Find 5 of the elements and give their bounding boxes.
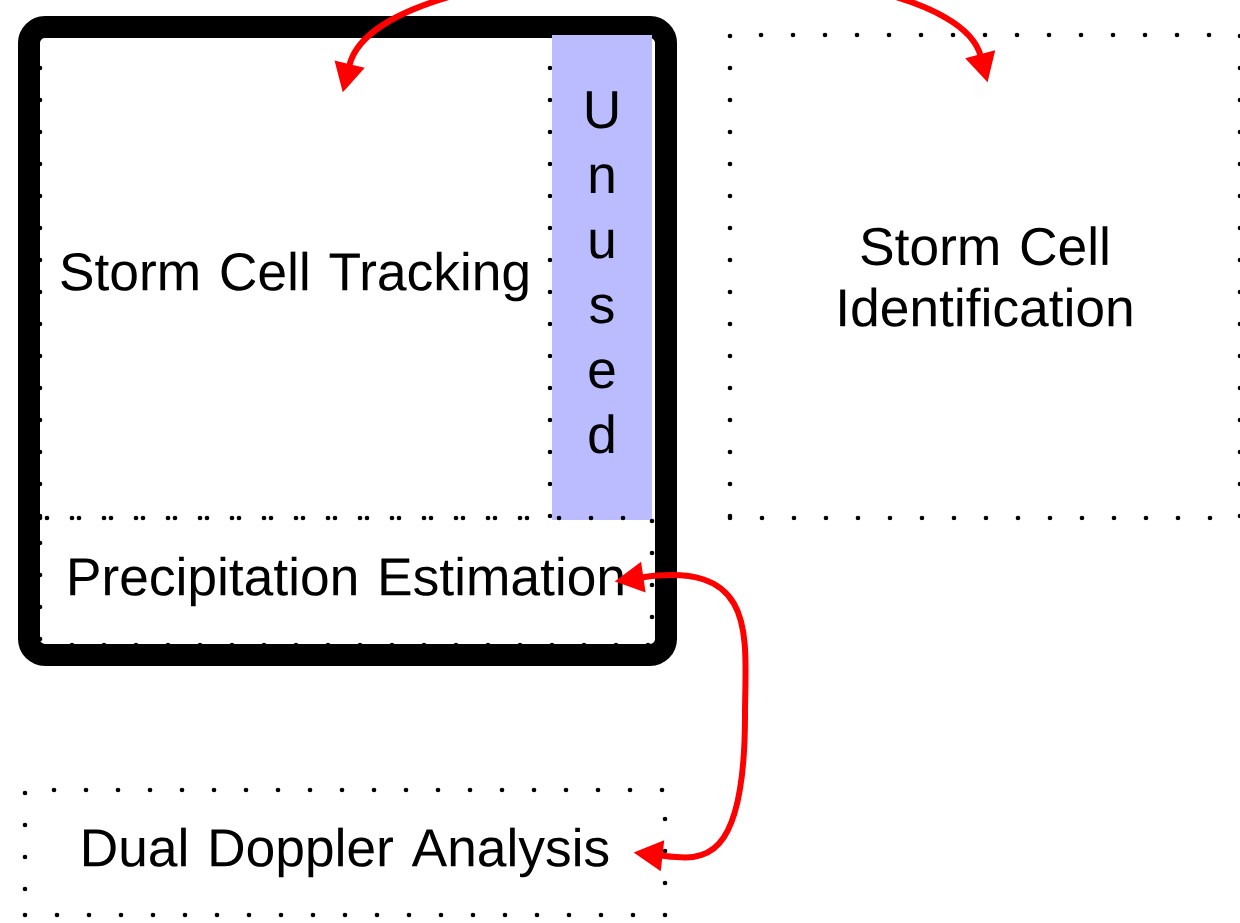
frame-box bbox=[18, 16, 677, 666]
dotted-region: Dual Doppler Analysis bbox=[22, 787, 668, 918]
dotted-region: Precipitation Estimation bbox=[37, 515, 655, 648]
vertical-band: Unused bbox=[552, 35, 652, 520]
dotted-region: Storm Cell Tracking bbox=[37, 32, 553, 521]
